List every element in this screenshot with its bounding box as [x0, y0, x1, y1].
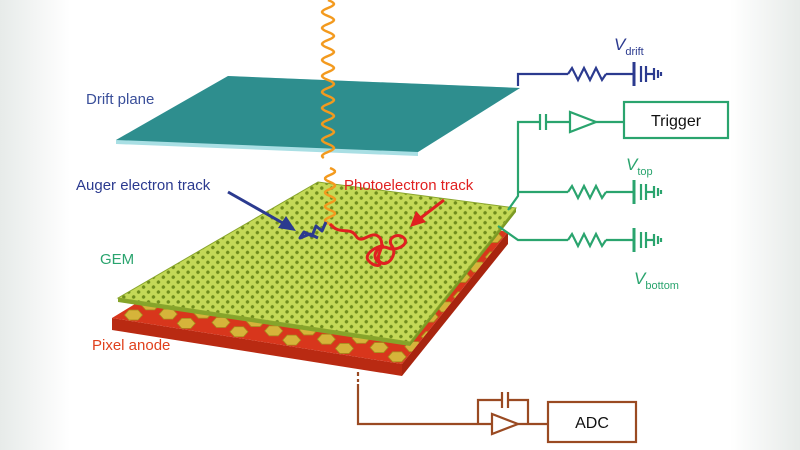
gem-circuit: [497, 110, 663, 252]
v-top-label: Vtop: [626, 155, 653, 178]
photon-wave-lower: [323, 166, 337, 228]
anode-pad: [454, 310, 474, 322]
anode-pad: [555, 250, 573, 260]
anode-pad: [176, 317, 196, 329]
anode-pad: [282, 334, 302, 346]
anode-pad: [211, 317, 231, 328]
v-bottom-label: Vbottom: [634, 269, 679, 292]
drift-circuit: [516, 62, 663, 86]
auger-track-label: Auger electron track: [76, 177, 211, 194]
anode-pad: [334, 343, 354, 354]
photoelectron-track-label: Photoelectron track: [344, 177, 474, 194]
anode-pad: [504, 280, 508, 292]
adc-circuit: [356, 372, 548, 436]
trigger-box: [622, 100, 730, 140]
anode-pad: [470, 300, 491, 312]
v-drift-label: Vdrift: [614, 35, 644, 58]
anode-pad: [502, 260, 508, 272]
adc-label: ADC: [575, 415, 609, 432]
anode-pad: [387, 351, 407, 363]
anode-pad: [229, 326, 249, 338]
pixel-anode-label: Pixel anode: [92, 337, 170, 354]
anode-pad: [520, 251, 538, 261]
photoelectron-track: [328, 222, 407, 267]
photoelectron-arrow: [410, 198, 445, 227]
anode-pad: [369, 342, 389, 353]
drift-plane: [116, 76, 520, 156]
gem-label: GEM: [100, 251, 134, 268]
anode-pad: [316, 333, 336, 345]
trigger-label: Trigger: [651, 113, 702, 130]
auger-arrow: [227, 190, 296, 231]
anode-pad: [538, 260, 556, 270]
adc-box: [546, 400, 638, 444]
anode-pad: [537, 241, 555, 251]
photon-wave-upper: [320, 0, 336, 159]
anode-pad: [487, 290, 507, 302]
anode-pad: [264, 325, 284, 337]
anode-pad: [158, 308, 178, 320]
anode-pad: [486, 270, 506, 282]
anode-pad: [123, 309, 144, 321]
auger-electron-track: [298, 221, 328, 240]
drift-plane-label: Drift plane: [86, 91, 154, 108]
anode-pad: [521, 270, 539, 280]
